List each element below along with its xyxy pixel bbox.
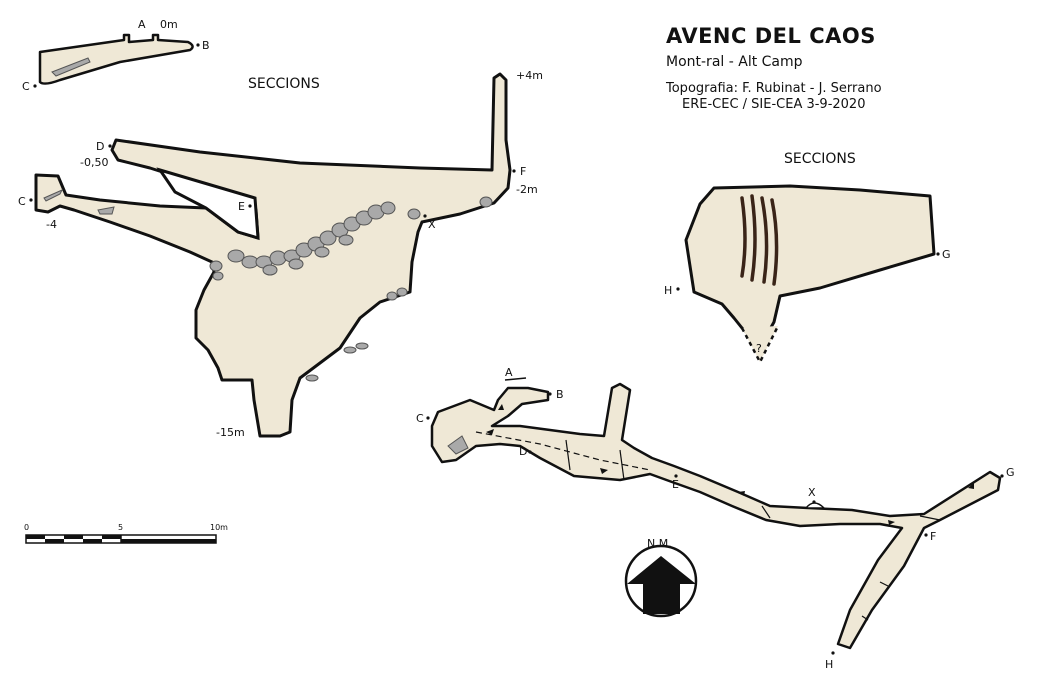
- plan-label-e: E: [672, 478, 679, 491]
- section-gh-unknown: ?: [756, 342, 762, 355]
- profile-point-e: [248, 204, 252, 208]
- section-ab-label-zero: 0m: [160, 18, 178, 31]
- section-ab-label-c: C: [22, 80, 30, 93]
- profile-rock-c2: [97, 206, 115, 215]
- section-gh-flowstone: [740, 194, 779, 286]
- plan-view: A B C D E X G F H: [416, 366, 1015, 671]
- section-ab-rock: [51, 57, 91, 77]
- section-gh-label-h: H: [664, 284, 672, 297]
- profile-hole: [156, 167, 260, 241]
- plan-label-x: X: [808, 486, 816, 499]
- section-ab-label-a: A: [138, 18, 146, 31]
- plan-feature-x: [804, 502, 826, 509]
- profile-point-x: [423, 214, 427, 218]
- profile-rock-band: [209, 196, 493, 382]
- plan-point-c: [426, 416, 430, 420]
- section-gh-shape: [684, 184, 936, 342]
- section-ab-point-b: [196, 43, 200, 47]
- profile-label-d-depth: -0,50: [80, 156, 108, 169]
- profile-label-top: +4m: [516, 69, 543, 82]
- profile-label-c: C: [18, 195, 26, 208]
- map-credits: Topografia: F. Rubinat - J. Serrano: [665, 81, 882, 96]
- profile-label-x: X: [428, 218, 436, 231]
- scale-bar: 0 5 10m: [24, 523, 228, 544]
- plan-point-e: [674, 474, 678, 478]
- section-ab-shape: [38, 33, 194, 85]
- section-gh-label-g: G: [942, 248, 951, 261]
- plan-label-d: D: [519, 445, 527, 458]
- scale-label-five: 5: [118, 523, 123, 532]
- plan-cave-shape: [430, 382, 1002, 650]
- section-gh-unexplored: [740, 325, 780, 365]
- section-ab-label-b: B: [202, 39, 210, 52]
- profile-label-f-depth: -2m: [516, 183, 538, 196]
- profile-section: D -0,50 C -4 E X F -2m +4m -15m: [18, 69, 543, 439]
- plan-survey-line: [475, 431, 941, 621]
- section-gh-point-g: [936, 252, 940, 256]
- scale-label-ten: 10m: [210, 523, 228, 532]
- plan-label-a: A: [505, 366, 513, 379]
- profile-heading: SECCIONS: [248, 76, 320, 92]
- profile-label-d: D: [96, 140, 104, 153]
- section-gh: ? G H: [664, 184, 951, 365]
- plan-direction-arrows: [486, 404, 974, 525]
- plan-point-b: [548, 392, 552, 396]
- profile-point-d: [108, 144, 112, 148]
- profile-rock-c: [43, 188, 64, 202]
- plan-label-b: B: [556, 388, 564, 401]
- profile-label-e: E: [238, 200, 245, 213]
- section-ab: A 0m B C: [22, 18, 210, 93]
- plan-point-h: [831, 651, 835, 655]
- plan-rock: [447, 435, 469, 455]
- plan-label-f: F: [930, 530, 936, 543]
- profile-label-bottom: -15m: [216, 426, 245, 439]
- plan-point-x: [812, 500, 816, 504]
- plan-point-d: [528, 450, 532, 454]
- profile-point-c: [29, 198, 33, 202]
- plan-point-g: [1000, 474, 1004, 478]
- cross-section-heading: SECCIONS: [784, 151, 856, 167]
- north-arrow-icon: [627, 556, 696, 614]
- plan-label-h: H: [825, 658, 833, 671]
- plan-label-c: C: [416, 412, 424, 425]
- profile-label-f: F: [520, 165, 526, 178]
- plan-point-f: [924, 533, 928, 537]
- plan-entrance-mark: [504, 377, 527, 381]
- profile-point-f: [512, 169, 516, 173]
- north-arrow: N.M.: [624, 537, 698, 618]
- section-ab-point-c: [33, 84, 37, 88]
- plan-label-g: G: [1006, 466, 1015, 479]
- map-org-date: ERE-CEC / SIE-CEA 3-9-2020: [682, 97, 865, 112]
- map-title: AVENC DEL CAOS: [666, 24, 876, 48]
- profile-label-c-depth: -4: [46, 218, 57, 231]
- section-gh-point-h: [676, 287, 680, 291]
- scale-label-zero: 0: [24, 523, 29, 532]
- map-location: Mont-ral - Alt Camp: [666, 54, 803, 70]
